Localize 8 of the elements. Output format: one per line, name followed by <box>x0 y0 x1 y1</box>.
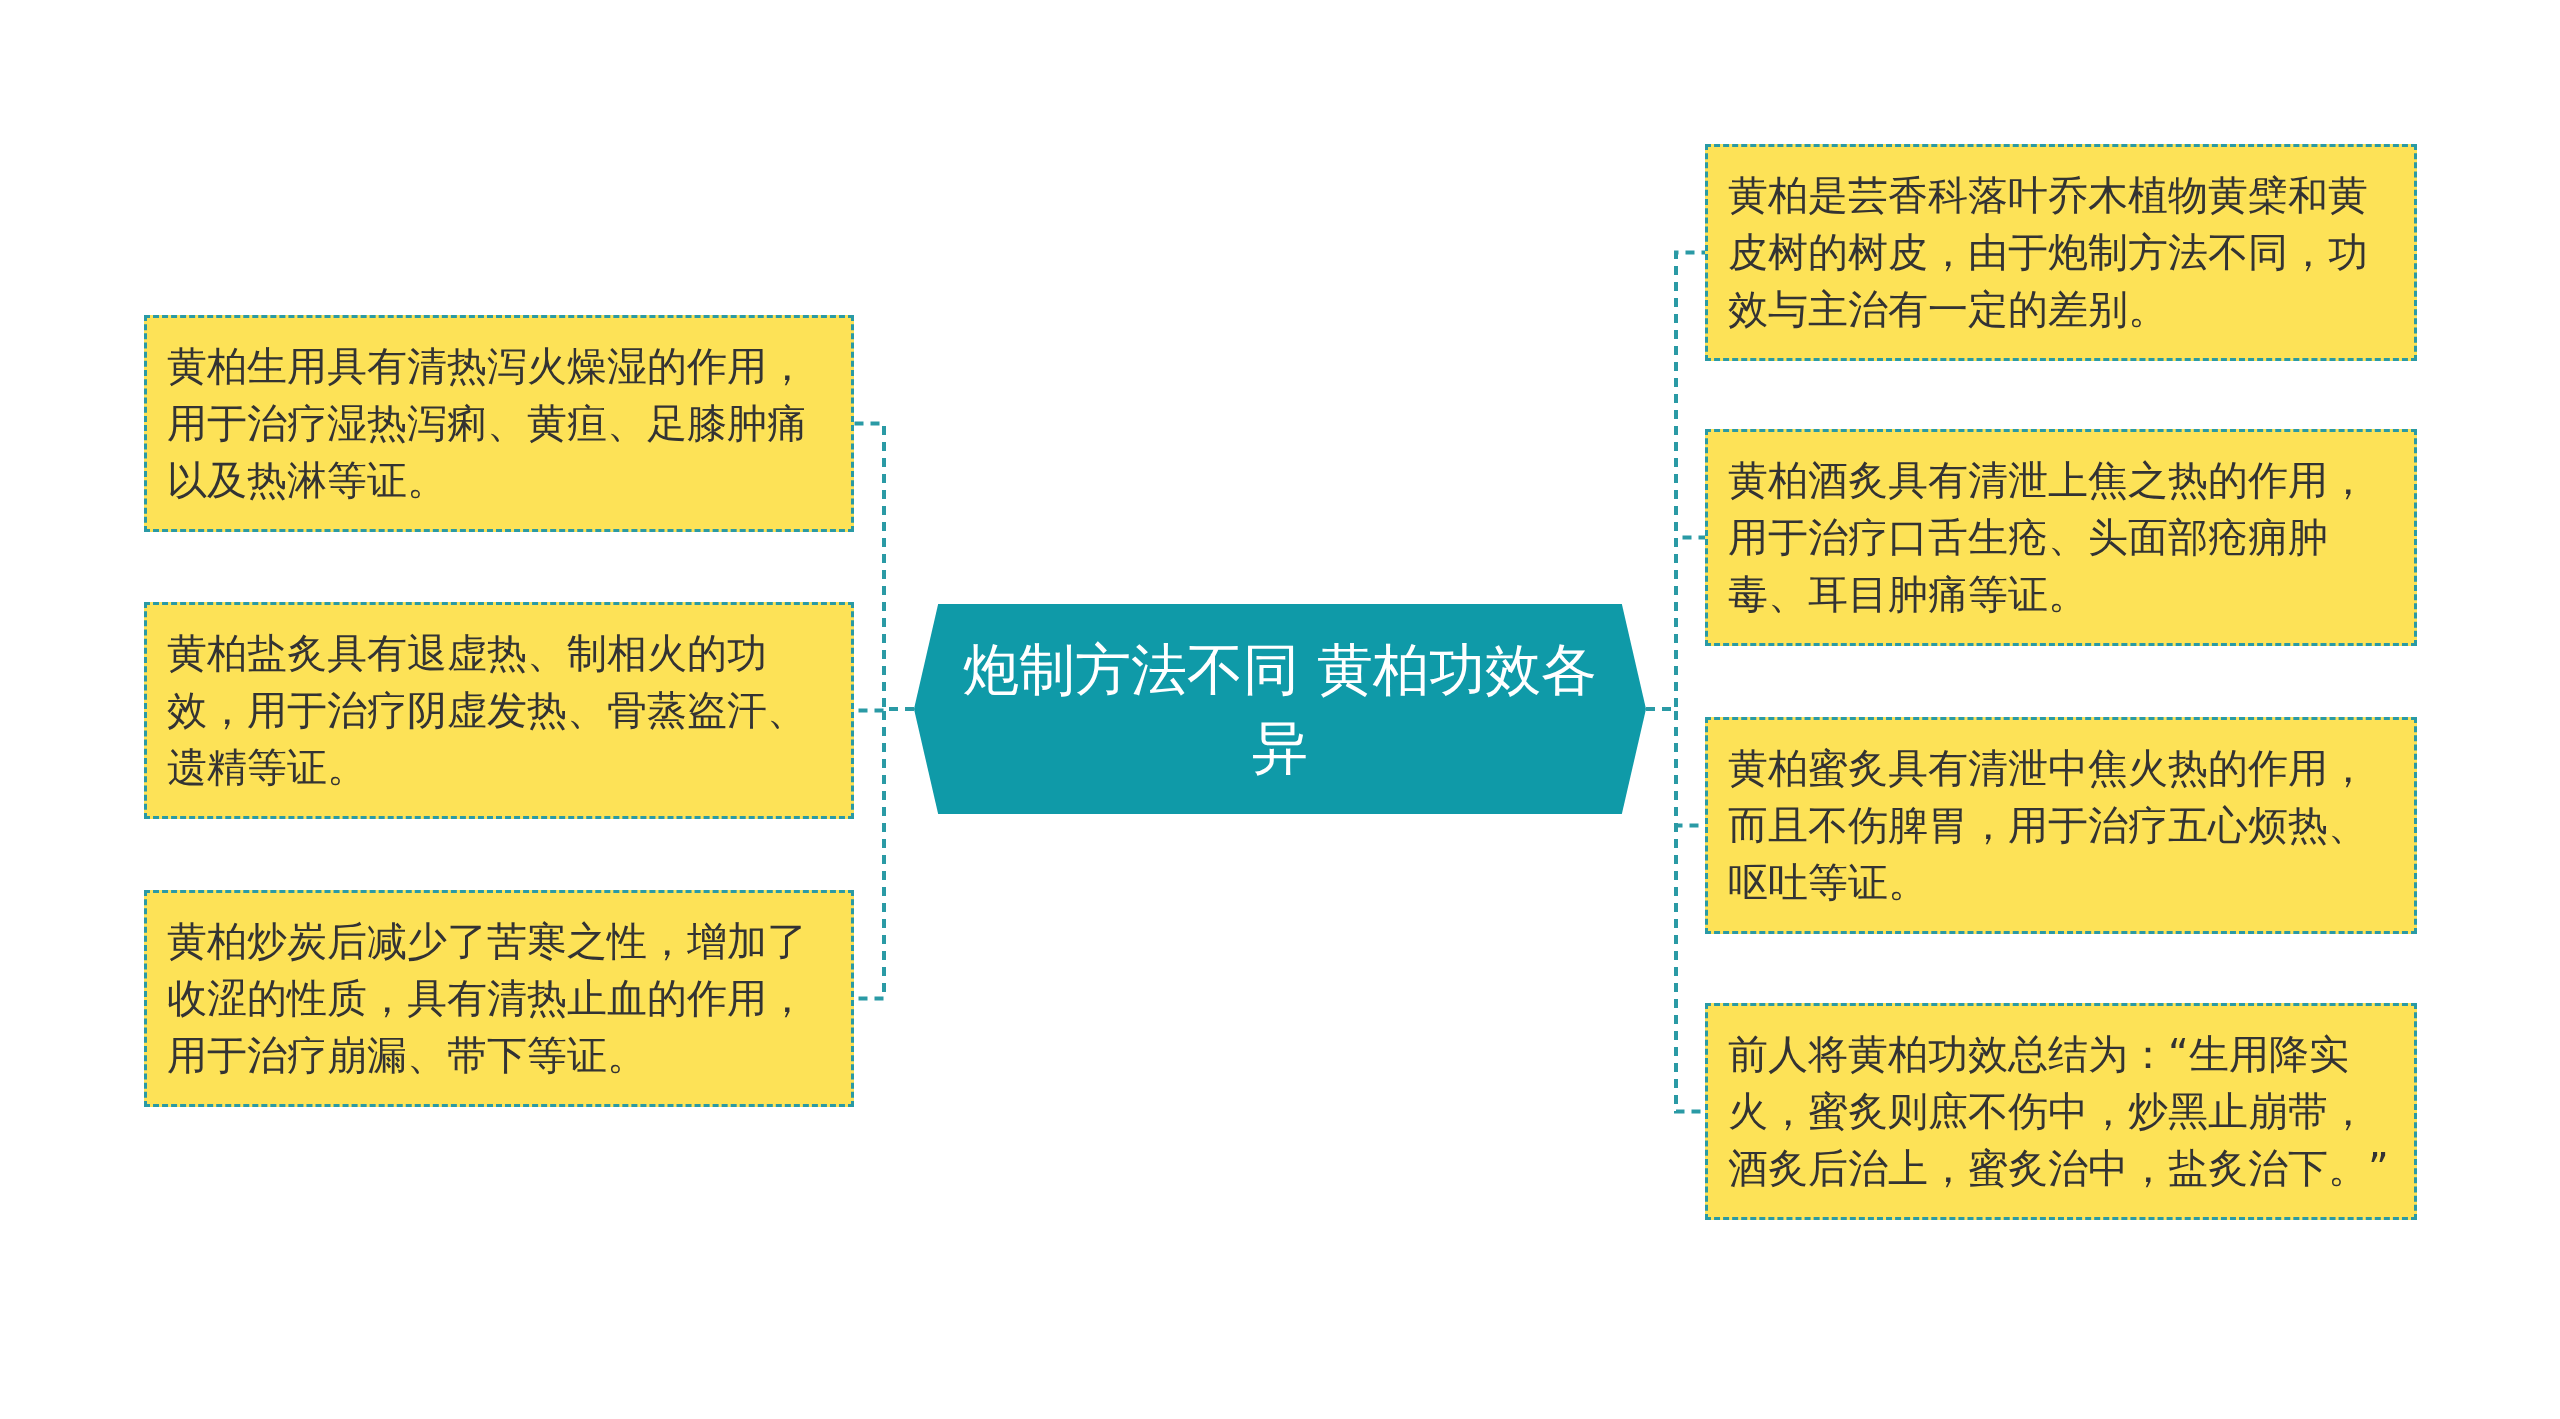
topic-box: 炮制方法不同 黄柏功效各异 <box>914 604 1646 814</box>
note-box: 黄柏蜜炙具有清泄中焦火热的作用，而且不伤脾胃，用于治疗五心烦热、呕吐等证。 <box>1705 717 2417 934</box>
note-box: 黄柏是芸香科落叶乔木植物黄檗和黄皮树的树皮，由于炮制方法不同，功效与主治有一定的差别。 <box>1705 144 2417 361</box>
note-box: 前人将黄柏功效总结为：“生用降实火，蜜炙则庶不伤中，炒黑止崩带，酒炙后治上，蜜炙治中，盐炙治下。” <box>1705 1003 2417 1220</box>
note-box: 黄柏酒炙具有清泄上焦之热的作用，用于治疗口舌生疮、头面部疮痈肿毒、耳目肿痛等证。 <box>1705 429 2417 646</box>
note-box: 黄柏盐炙具有退虚热、制相火的功效，用于治疗阴虚发热、骨蒸盗汗、遗精等证。 <box>144 602 854 819</box>
note-box: 黄柏生用具有清热泻火燥湿的作用，用于治疗湿热泻痢、黄疸、足膝肿痛以及热淋等证。 <box>144 315 854 532</box>
note-box: 黄柏炒炭后减少了苦寒之性，增加了收涩的性质，具有清热止血的作用，用于治疗崩漏、带下等证。 <box>144 890 854 1107</box>
